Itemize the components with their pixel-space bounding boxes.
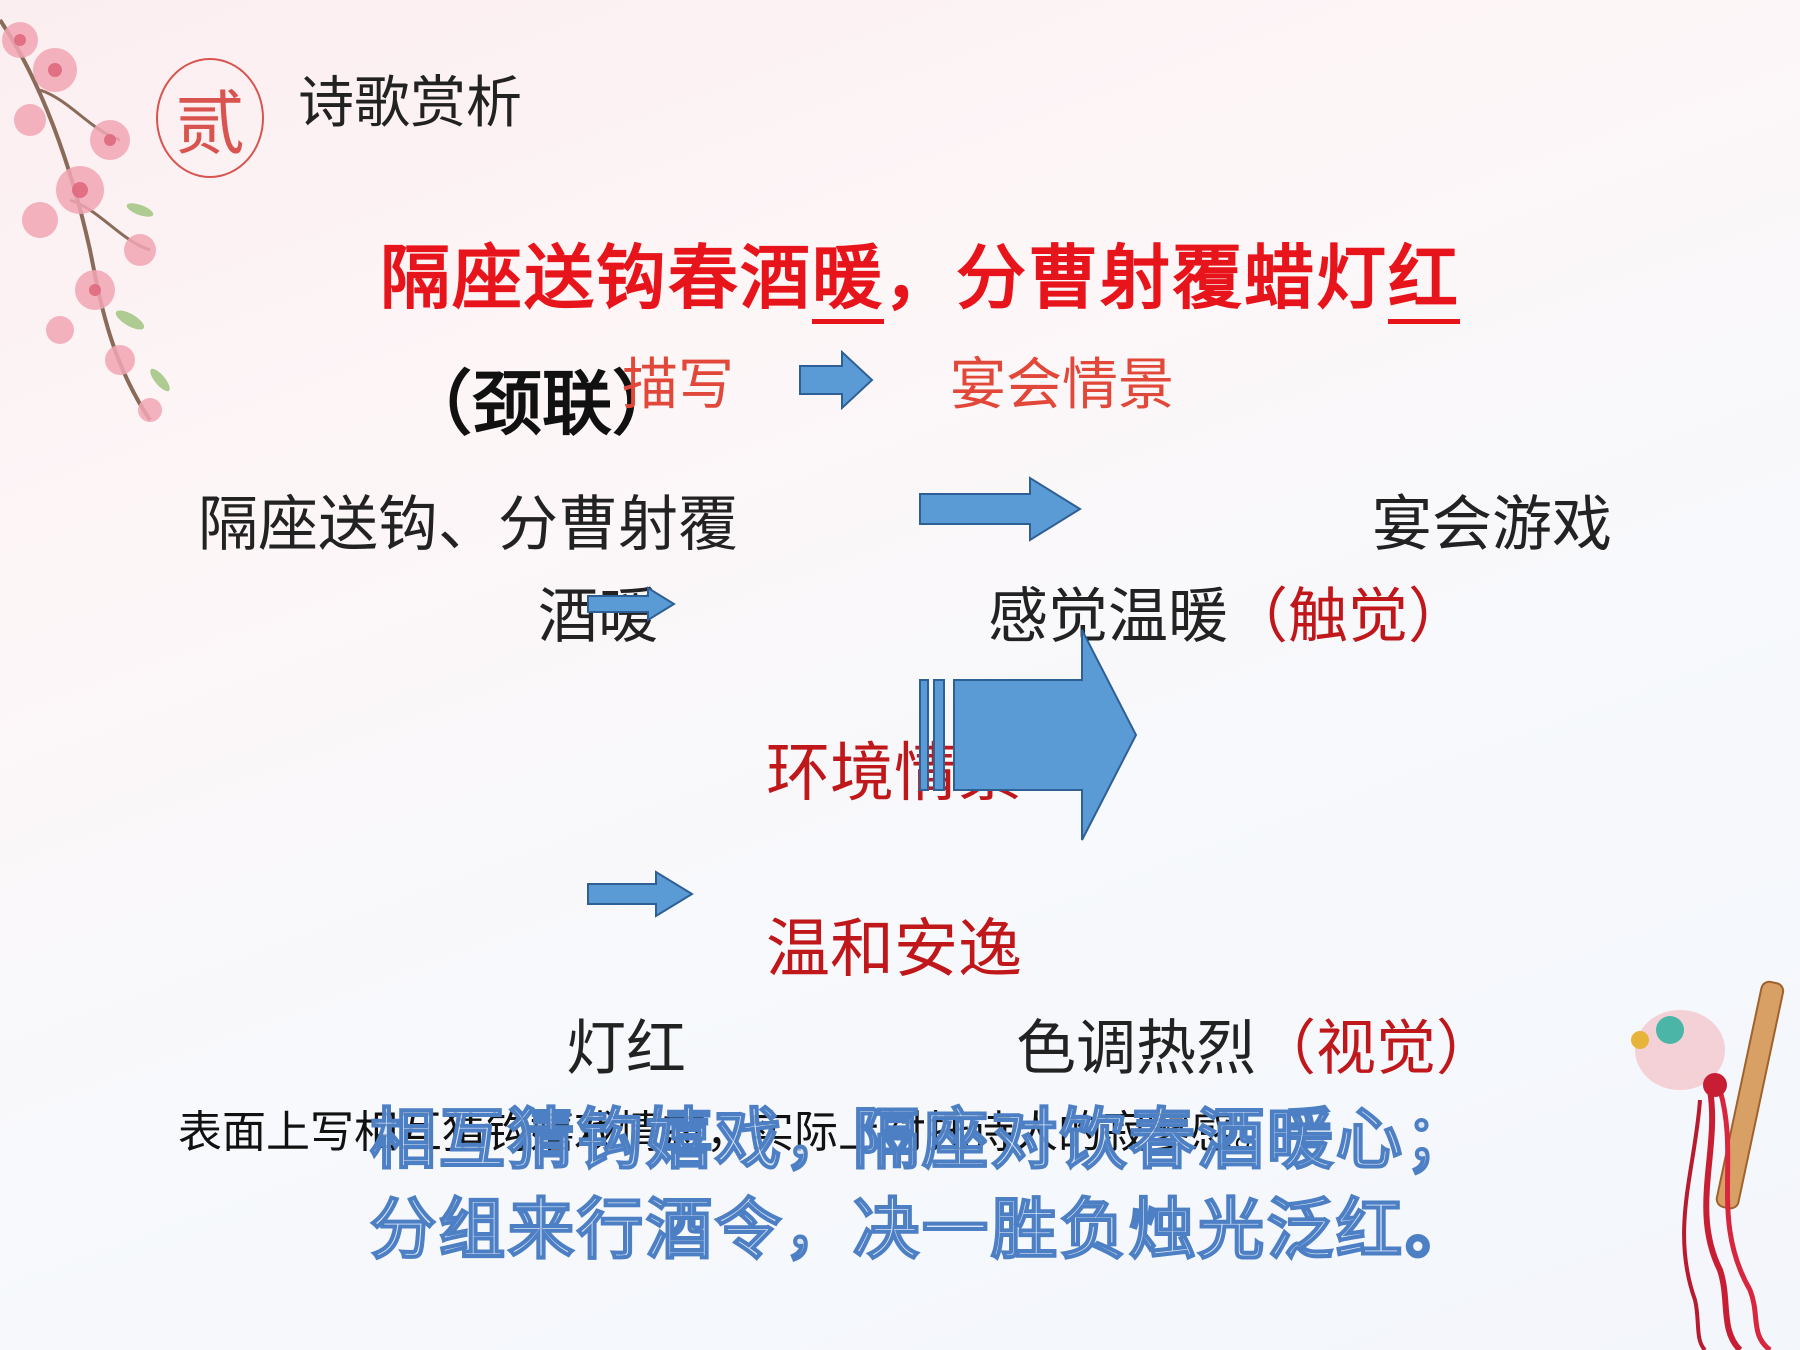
arrow-right-icon <box>799 349 874 411</box>
section-title: 诗歌赏析 <box>298 71 522 136</box>
color-tone-label: 色调热烈 <box>1016 1014 1256 1084</box>
translation-line-1: 相互猜钩嬉戏，隔座对饮春酒暖心； <box>369 1100 1474 1179</box>
warm-wine-phrase: 酒暖 <box>538 582 658 652</box>
sight-sense-label: （视觉） <box>1256 1014 1496 1084</box>
section-number-badge: 贰 <box>156 58 264 178</box>
warm-feeling-label: 感觉温暖 <box>988 582 1228 652</box>
poem-couplet: 隔座送钩春酒暖，分曹射覆蜡灯红 <box>380 222 1460 324</box>
banquet-games-label: 宴会游戏 <box>1372 490 1612 560</box>
striped-arrow-right-icon <box>919 629 1138 841</box>
arrow-right-icon <box>587 870 694 918</box>
arrow-right-icon <box>587 586 676 622</box>
banquet-scene-label: 宴会情景 <box>950 353 1174 418</box>
arrow-right-icon <box>919 476 1082 542</box>
touch-sense-label: （触觉） <box>1228 582 1468 652</box>
poem-part-2: ，分曹射覆蜡灯 <box>884 237 1388 319</box>
blossom-decoration-icon <box>0 18 170 422</box>
describe-label: 描写 <box>622 353 734 418</box>
tassel-decoration-icon <box>1631 980 1785 1350</box>
warm-feeling-group: 感觉温暖（触觉） <box>988 568 1468 655</box>
poem-keyword-red: 红 <box>1388 237 1460 324</box>
red-lamp-phrase: 灯红 <box>566 1014 686 1084</box>
translation-line-2: 分组来行酒令，决一胜负烛光泛红。 <box>369 1190 1474 1269</box>
poem-part-1: 隔座送钩春酒 <box>380 237 812 319</box>
poem-keyword-warm: 暖 <box>812 237 884 324</box>
color-tone-group: 色调热烈（视觉） <box>1016 1000 1496 1087</box>
couplet-label: （颈联） <box>402 363 682 445</box>
analysis-summary: 表面上写相互猜钩嬉戏情态，实际上衬托诗人的寂寥感。 <box>178 1107 1278 1158</box>
games-phrase: 隔座送钩、分曹射覆 <box>198 490 738 560</box>
mood-label: 温和安逸 <box>766 913 1022 987</box>
